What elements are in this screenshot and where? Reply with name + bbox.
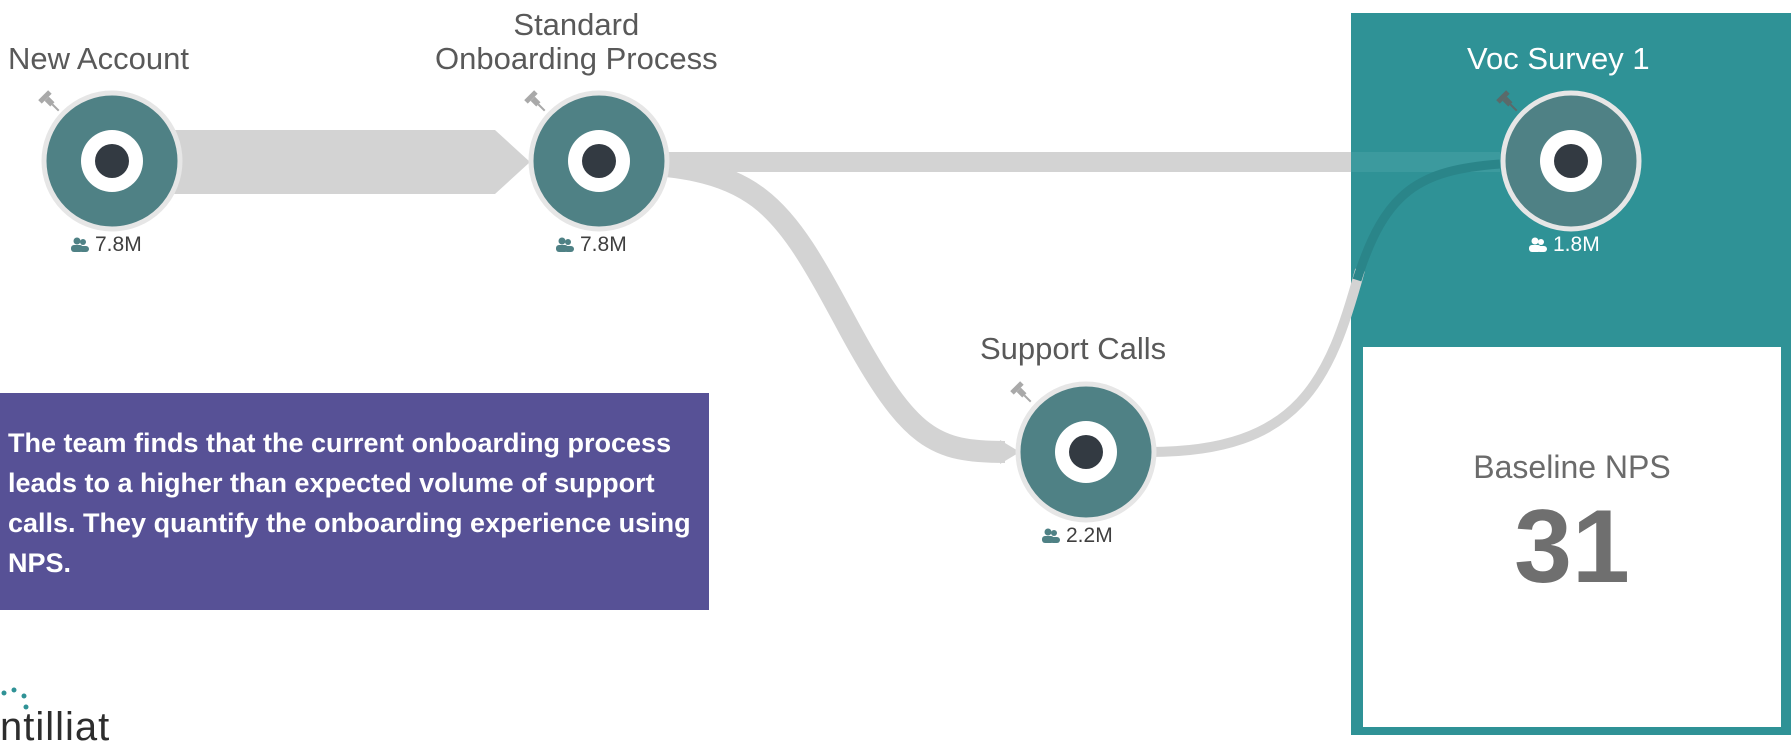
node-count-new-account: 7.8M: [70, 233, 142, 257]
people-icon: [1042, 528, 1060, 543]
node-title-support-calls: Support Calls: [980, 331, 1167, 366]
node-title-line: Standard: [513, 7, 640, 42]
flow-support-to-survey-on-panel: [1352, 159, 1501, 282]
node-count-value: 2.2M: [1066, 524, 1113, 547]
people-icon: [1529, 237, 1547, 252]
node-title-voc-survey: Voc Survey 1: [1467, 41, 1650, 76]
node-count-value: 1.8M: [1553, 233, 1600, 256]
callout-text: The team finds that the current onboardi…: [8, 428, 691, 578]
flow-support-to-survey: [1149, 268, 1365, 457]
node-title-line: Onboarding Process: [435, 41, 718, 76]
pin-icon[interactable]: [38, 90, 63, 115]
node-count-support-calls: 2.2M: [1041, 524, 1113, 548]
brand-logo: ntilliat: [0, 683, 140, 749]
people-icon: [556, 237, 574, 252]
flow-new-account-to-onboarding: [150, 130, 530, 194]
node-voc-survey[interactable]: [1500, 90, 1642, 232]
pin-icon[interactable]: [524, 90, 549, 115]
flow-support-arrow-head: [1000, 440, 1020, 464]
nps-metric-card: Baseline NPS 31: [1363, 347, 1781, 727]
pin-icon[interactable]: [1010, 381, 1035, 406]
node-title-standard-onboarding: Standard Onboarding Process: [435, 8, 718, 76]
nps-label: Baseline NPS: [1473, 449, 1671, 485]
flow-onboarding-to-support: [599, 152, 1006, 463]
logo-wordmark: ntilliat: [0, 705, 111, 749]
node-count-standard-onboarding: 7.8M: [555, 233, 627, 257]
node-title-new-account: New Account: [8, 41, 189, 76]
flow-onboarding-to-survey: [600, 152, 1500, 172]
insight-callout: The team finds that the current onboardi…: [0, 393, 709, 610]
logo-dots: [1, 687, 29, 710]
node-standard-onboarding[interactable]: [528, 90, 670, 232]
nps-value: 31: [1514, 489, 1630, 605]
node-new-account[interactable]: [41, 90, 183, 232]
people-icon: [71, 237, 89, 252]
node-count-voc-survey: 1.8M: [1528, 233, 1600, 257]
pin-icon[interactable]: [1496, 90, 1521, 115]
node-support-calls[interactable]: [1015, 381, 1157, 523]
node-count-value: 7.8M: [580, 233, 627, 256]
node-count-value: 7.8M: [95, 233, 142, 256]
